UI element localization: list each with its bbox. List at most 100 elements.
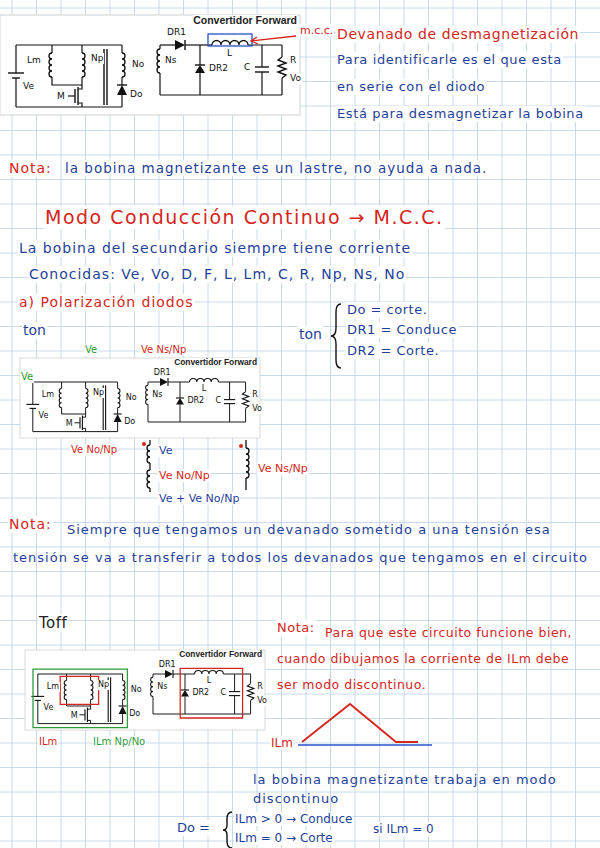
wire	[121, 95, 122, 107]
component-label: L	[201, 384, 207, 394]
wire	[234, 674, 235, 692]
component-label: DR2	[191, 688, 210, 698]
component-symbol	[242, 392, 248, 409]
wire	[15, 45, 16, 73]
wire	[85, 382, 86, 388]
component-symbol	[12, 77, 20, 78]
grid-line	[575, 0, 576, 848]
wire	[159, 73, 160, 95]
diode-symbol	[195, 65, 205, 73]
wire	[153, 714, 251, 715]
grid-line	[0, 743, 600, 744]
grid-line	[0, 547, 600, 548]
winding-symbol	[82, 53, 85, 77]
brace	[331, 304, 341, 368]
component-label: No	[125, 393, 138, 403]
wire	[122, 714, 123, 724]
wire	[74, 422, 80, 423]
wire	[33, 382, 118, 383]
voltage-annotation: Ve	[84, 344, 98, 356]
wire	[168, 382, 190, 383]
current-annotation: ILm	[38, 736, 58, 748]
winding-symbol	[212, 41, 248, 46]
component-label: Do	[129, 89, 143, 100]
wire	[16, 106, 122, 107]
forward-converter-schematic	[0, 15, 300, 115]
current-loop	[60, 676, 98, 704]
component-symbol	[79, 417, 80, 428]
voltage-annotation: Ve Ns/Np	[140, 344, 187, 356]
component-label: C	[219, 688, 227, 698]
diode-state: Do =	[176, 820, 211, 836]
component-symbol	[247, 684, 253, 701]
component-symbol	[87, 708, 88, 722]
diode-state: ILm = 0 → Corte	[234, 831, 334, 845]
wire	[62, 408, 86, 414]
wire	[38, 674, 123, 675]
wire	[180, 404, 181, 422]
note-text: la bobina magnetizante es un lastre, no …	[64, 160, 488, 176]
wire	[37, 674, 38, 696]
component-symbol	[84, 709, 85, 720]
grid-line	[306, 0, 307, 848]
component-label: Ve	[43, 703, 55, 713]
component-symbol	[255, 71, 269, 72]
wire	[160, 94, 282, 95]
wire	[122, 700, 123, 706]
grid-line	[0, 767, 600, 768]
voltage-annotation: Ve	[20, 371, 34, 383]
component-label: M	[56, 91, 66, 102]
wire	[281, 45, 282, 57]
component-label: DR1	[158, 660, 177, 670]
winding-symbol	[190, 378, 219, 382]
grid-line	[0, 130, 600, 131]
grid-line	[0, 571, 600, 572]
figure-ground	[20, 358, 260, 438]
wire	[199, 73, 200, 95]
sub-heading: a) Polarización diodos	[18, 294, 195, 311]
grid-line	[428, 0, 429, 848]
figure-title: Convertidor Forward	[174, 358, 257, 367]
grid-line	[0, 204, 600, 205]
component-label: Vo	[289, 73, 302, 84]
figure-ground	[0, 15, 300, 115]
grid-line	[453, 0, 454, 848]
leader-arrow	[251, 36, 296, 41]
component-label: R	[256, 682, 264, 692]
grid-line	[379, 0, 380, 848]
wire	[261, 72, 262, 95]
component-label: C	[214, 396, 222, 406]
wire	[81, 45, 82, 53]
wire	[250, 700, 251, 714]
winding-symbol	[86, 388, 88, 407]
current-loop	[33, 669, 127, 727]
grid-line	[551, 0, 552, 848]
component-symbol	[82, 416, 83, 430]
component-label: Do	[128, 709, 141, 719]
component-symbol	[278, 57, 286, 78]
winding-symbol	[122, 53, 125, 77]
wire	[68, 95, 75, 96]
figure-ground	[25, 650, 265, 730]
voltage-annotation: Ve + Ve No/Np	[158, 492, 240, 505]
wire	[117, 422, 118, 432]
component-label: DR2	[186, 396, 205, 406]
component-label: L	[206, 676, 212, 686]
wire	[148, 404, 149, 422]
current-loop	[180, 668, 242, 718]
wire	[61, 382, 62, 388]
grid-line	[355, 0, 356, 848]
diode-symbol	[165, 670, 173, 678]
diode-state: Do = corte.	[346, 302, 428, 318]
wire	[160, 44, 175, 45]
wire	[218, 382, 245, 383]
component-label: DR1	[153, 368, 172, 378]
wire	[199, 45, 200, 65]
component-symbol	[30, 408, 36, 409]
voltage-annotation: Ve No/Np	[70, 444, 118, 456]
wire	[234, 696, 235, 714]
note-marker: Nota:	[8, 516, 53, 533]
circuit-figure: Convertidor Forward	[0, 15, 300, 115]
wire	[229, 382, 230, 400]
wire	[173, 674, 195, 675]
